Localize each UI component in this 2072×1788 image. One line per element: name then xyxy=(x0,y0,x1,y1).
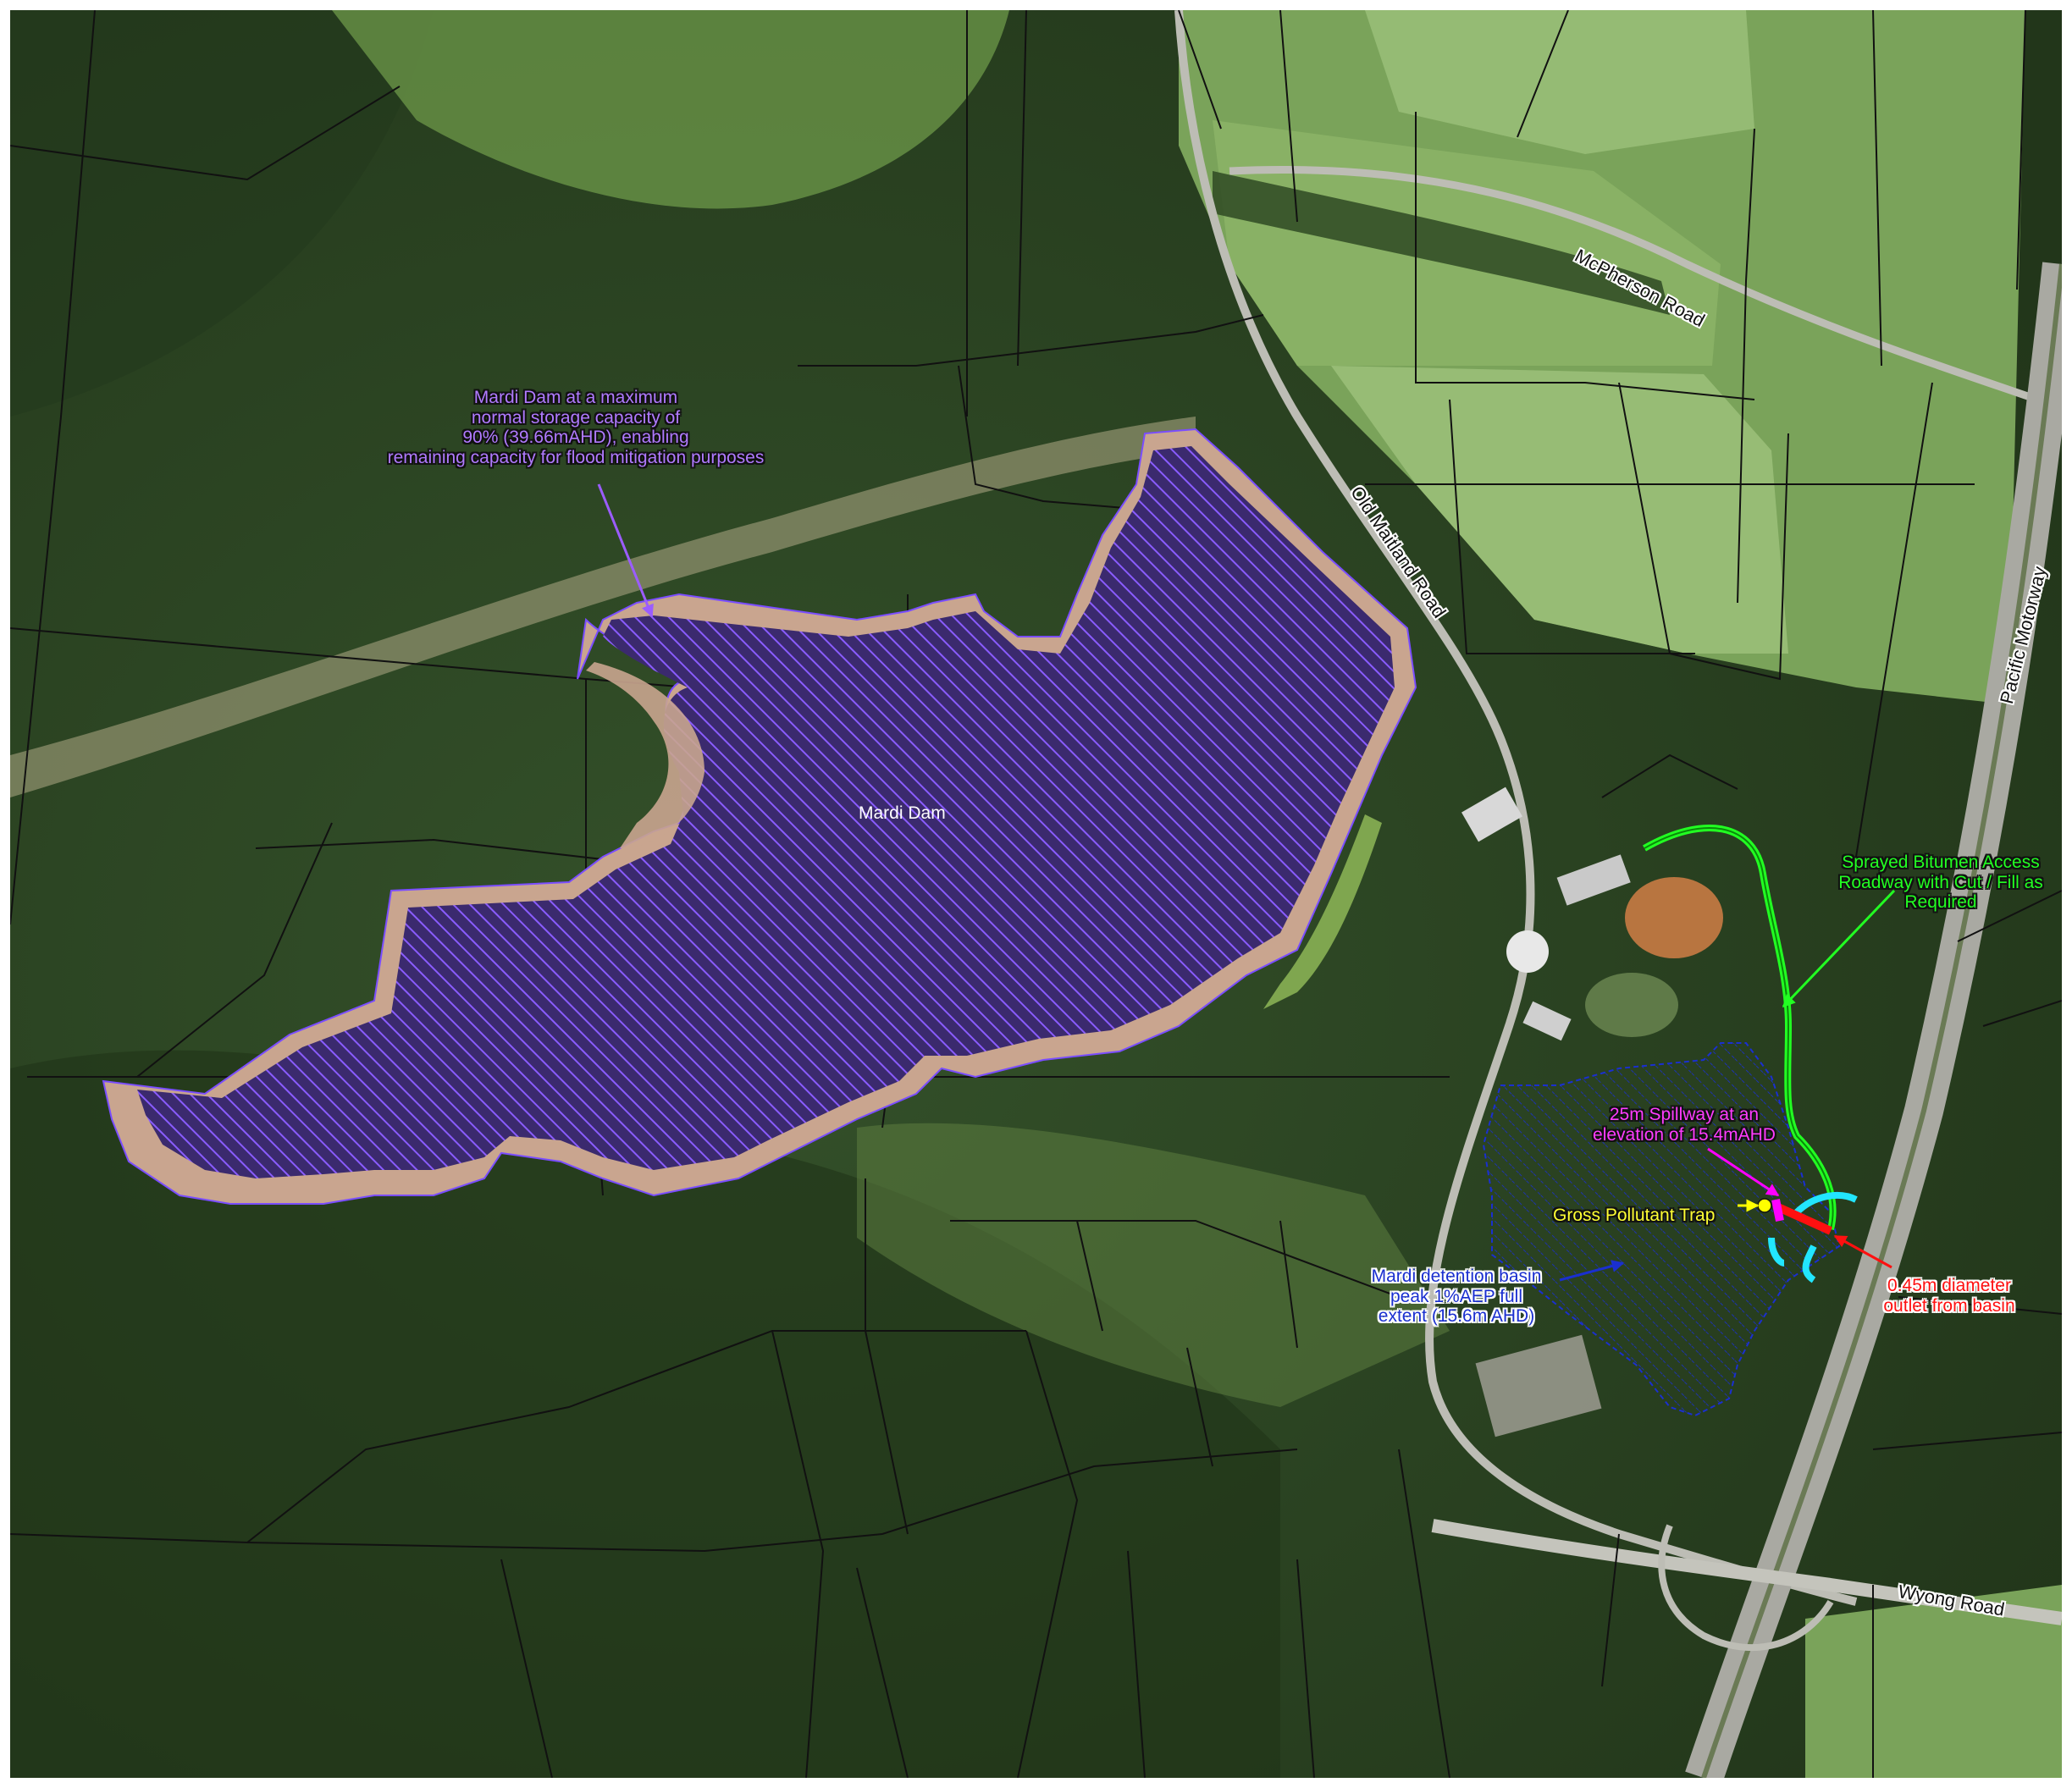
spillway-line-text: 25m Spillway at an xyxy=(1609,1105,1760,1124)
dam-name-label: Mardi Dam xyxy=(859,803,946,823)
treatment-pond xyxy=(1585,973,1678,1037)
basin-arrow-icon xyxy=(1559,1260,1625,1282)
gross-pollutant-trap-marker xyxy=(1757,1198,1772,1213)
dam-capacity-label: Mardi Dam at a maximum normal storage ca… xyxy=(339,388,813,467)
mcpherson-road-line xyxy=(1229,166,2062,412)
basin-line: peak 1%AEP full xyxy=(1390,1286,1523,1306)
pasture-area xyxy=(1365,10,1754,154)
forest-dark-patch xyxy=(10,10,434,417)
outlet-channel xyxy=(1768,1237,1785,1266)
access-roadway-edge xyxy=(1644,827,1834,1230)
access-arrow-icon xyxy=(1782,889,1896,1008)
outlet-label: 0.45m diameter outlet from basin xyxy=(1856,1276,2042,1316)
mardi-detention-basin xyxy=(1482,1042,1841,1417)
spillway-label: 25m Spillway at an elevation of 15.4mAHD xyxy=(1578,1105,1790,1145)
cleared-area xyxy=(857,1123,1450,1407)
pasture-area xyxy=(332,10,1009,209)
dam-capacity-line: 90% (39.66mAHD), enabling xyxy=(462,428,689,448)
wyong-road-line xyxy=(1431,1519,2062,1625)
access-road-label: Sprayed Bitumen Access Roadway with Cut … xyxy=(1822,853,2059,913)
basin-label: Mardi detention basin peak 1%AEP full ex… xyxy=(1346,1266,1566,1327)
outlet-channel xyxy=(1802,1244,1817,1283)
easement-strip xyxy=(10,417,1196,797)
basin-line: extent (15.6m AHD) xyxy=(1378,1306,1535,1327)
spillway-arrow-icon xyxy=(1707,1147,1780,1197)
storage-tank xyxy=(1506,930,1549,973)
dam-capacity-line: normal storage capacity of xyxy=(471,407,681,428)
outlet-line: 0.45m diameter xyxy=(1887,1276,2011,1295)
plant-building xyxy=(1461,786,1522,842)
outlet-line: outlet from basin xyxy=(1883,1295,2015,1316)
plant-building xyxy=(1522,1001,1572,1041)
mardi-dam-water xyxy=(137,446,1395,1178)
outlet-pipe xyxy=(1776,1203,1833,1235)
access-road-line: Sprayed Bitumen Access xyxy=(1842,853,2040,872)
gpt-label: Gross Pollutant Trap xyxy=(1553,1206,1716,1225)
pasture-area xyxy=(1331,366,1788,654)
forest-strip xyxy=(1213,171,1670,315)
access-road-line: Required xyxy=(1904,892,1977,913)
dam-capacity-line: remaining capacity for flood mitigation … xyxy=(387,447,765,467)
spillway-line xyxy=(1771,1199,1784,1222)
pasture-area xyxy=(1805,1585,2062,1778)
interchange-ramp xyxy=(1658,1524,1834,1651)
outlet-arrow-icon xyxy=(1833,1234,1892,1269)
dam-capacity-line: Mardi Dam at a maximum xyxy=(473,388,678,407)
basin-line: Mardi detention basin xyxy=(1371,1266,1542,1286)
plant-building xyxy=(1556,854,1631,906)
outlet-channel xyxy=(1794,1192,1858,1215)
industrial-yard xyxy=(1475,1334,1602,1438)
old-maitland-road-line xyxy=(1174,10,1858,1606)
dam-arrow-icon xyxy=(597,483,654,618)
spillway-line-text: elevation of 15.4mAHD xyxy=(1593,1124,1776,1145)
pacific-motorway-median xyxy=(1701,263,2062,1778)
dam-wall xyxy=(1263,814,1382,1009)
treatment-pond xyxy=(1625,877,1723,958)
map-canvas xyxy=(10,10,2062,1778)
access-road-line: Roadway with Cut / Fill as xyxy=(1838,872,2043,892)
dam-peninsula xyxy=(586,662,704,848)
